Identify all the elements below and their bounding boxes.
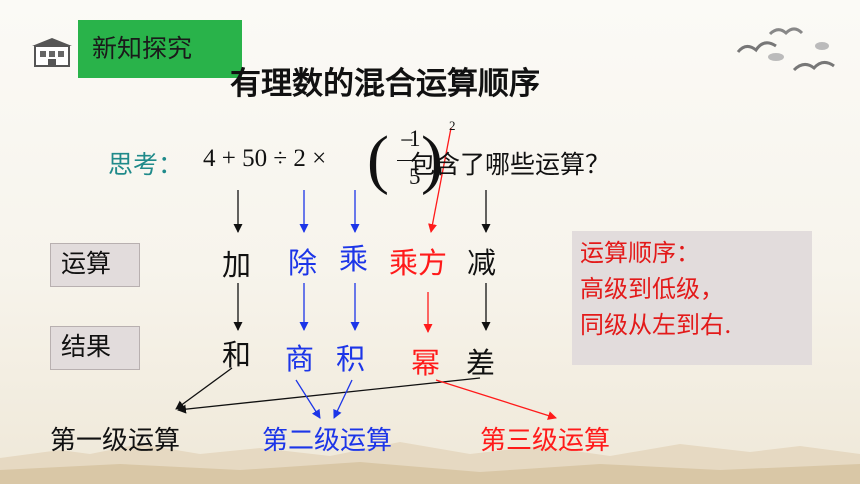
- result-quotient: 商: [285, 342, 315, 376]
- fraction-bar: [397, 160, 423, 161]
- level-2: 第二级运算: [262, 426, 393, 456]
- building-icon: [32, 38, 72, 67]
- op-multiply: 乘: [339, 242, 369, 276]
- order-rule-line3: 同级从左到右.: [580, 311, 732, 339]
- op-subtract: 减: [467, 246, 497, 280]
- op-power: 乘方: [389, 246, 448, 280]
- result-sum: 和: [222, 338, 252, 372]
- question-prefix: 思考：: [108, 150, 184, 179]
- label-operation: 运算: [50, 243, 140, 287]
- link-quotient-level2: [295, 379, 321, 419]
- link-sum-level1: [175, 367, 233, 410]
- order-rule-box: 运算顺序： 高级到低级， 同级从左到右.: [572, 231, 812, 365]
- order-rule-line1: 运算顺序：: [580, 239, 700, 267]
- op-divide: 除: [288, 246, 318, 280]
- left-paren: (: [367, 123, 389, 196]
- bottom-landscape-decoration: [0, 442, 860, 484]
- result-difference: 差: [466, 346, 496, 380]
- section-tag: 新知探究: [78, 20, 242, 78]
- page-title: 有理数的混合运算顺序: [230, 66, 540, 102]
- fraction-power: ( − 1 5 ): [367, 120, 443, 202]
- fraction-denominator: 5: [409, 164, 421, 189]
- exponent: 2: [449, 118, 456, 133]
- op-add: 加: [222, 248, 252, 282]
- result-power: 幂: [411, 346, 441, 380]
- order-rule-line2: 高级到低级，: [580, 275, 724, 303]
- level-1: 第一级运算: [50, 426, 181, 456]
- fraction-sign: −: [400, 128, 414, 154]
- label-result: 结果: [50, 326, 140, 370]
- question-expression: 4 + 50 ÷ 2 ×: [203, 145, 327, 172]
- fraction-numerator: 1: [409, 126, 421, 151]
- link-power-level3: [435, 379, 557, 420]
- link-product-level2: [333, 379, 353, 419]
- right-paren: ): [421, 123, 443, 196]
- level-3: 第三级运算: [480, 426, 611, 456]
- result-product: 积: [336, 342, 366, 376]
- link-difference-level1: [177, 377, 481, 414]
- birds-icon: [736, 27, 835, 72]
- question-suffix: 包含了哪些运算？: [410, 150, 611, 179]
